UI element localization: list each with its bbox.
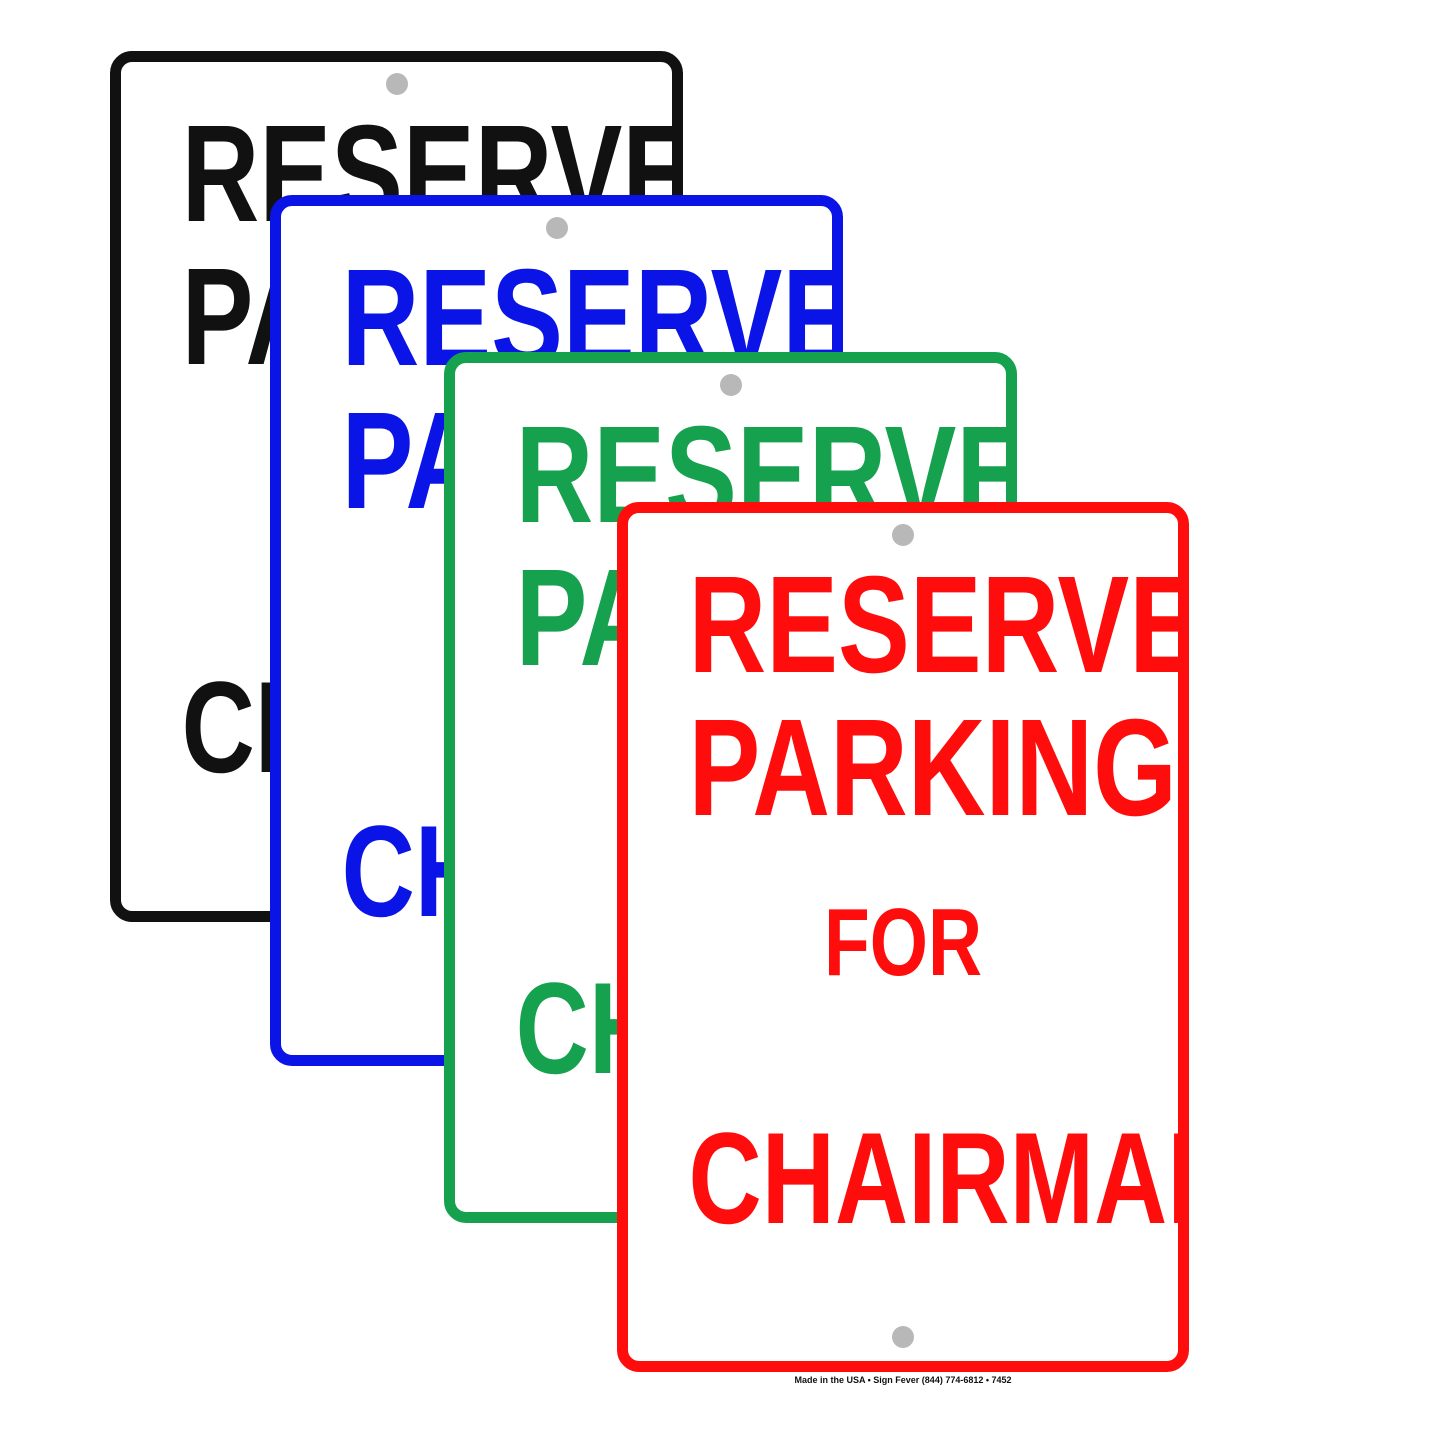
mounting-hole-top xyxy=(719,374,742,396)
mounting-hole-top xyxy=(892,524,914,546)
sign-line-for: FOR xyxy=(823,889,983,996)
mounting-hole-top xyxy=(385,73,408,95)
footer-text: Made in the USA • Sign Fever (844) 774-6… xyxy=(794,1375,1012,1385)
mounting-hole-bottom xyxy=(892,1326,914,1348)
sign-line-chairman: CHAIRMAN xyxy=(688,1105,1189,1251)
sign-red: RESERVED PARKING FOR CHAIRMAN xyxy=(617,502,1189,1372)
sign-line-parking: PARKING xyxy=(688,691,1177,845)
mounting-hole-top xyxy=(545,217,568,239)
sign-line-reserved: RESERVED xyxy=(688,548,1179,702)
